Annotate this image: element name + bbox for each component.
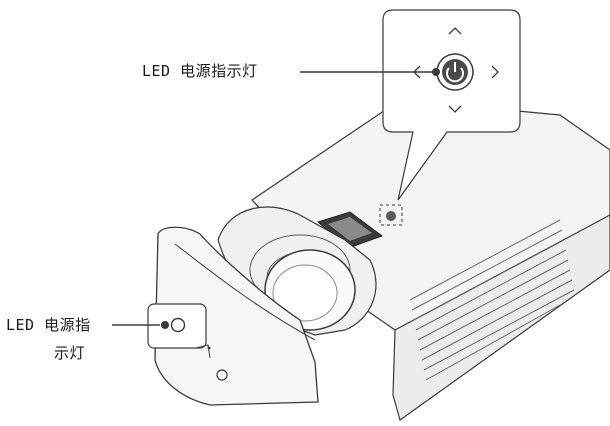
left-led-marker xyxy=(161,321,169,329)
led-power-indicator-label-line2: 示灯 xyxy=(54,344,86,362)
front-cover xyxy=(154,226,319,406)
side-vents xyxy=(409,219,575,381)
front-power-button xyxy=(216,369,228,381)
chevron-up-icon xyxy=(448,27,462,35)
top-power-button xyxy=(379,204,403,226)
chevron-down-icon xyxy=(448,105,462,113)
led-power-indicator-label-line1: LED 电源指 xyxy=(6,316,91,334)
top-callout-box xyxy=(382,9,521,201)
top-led-marker xyxy=(432,68,440,76)
power-icon xyxy=(436,53,474,91)
led-power-indicator-label: LED 电源指示灯 xyxy=(142,62,258,80)
chevron-right-icon xyxy=(491,65,499,79)
left-led-ring xyxy=(170,317,186,333)
